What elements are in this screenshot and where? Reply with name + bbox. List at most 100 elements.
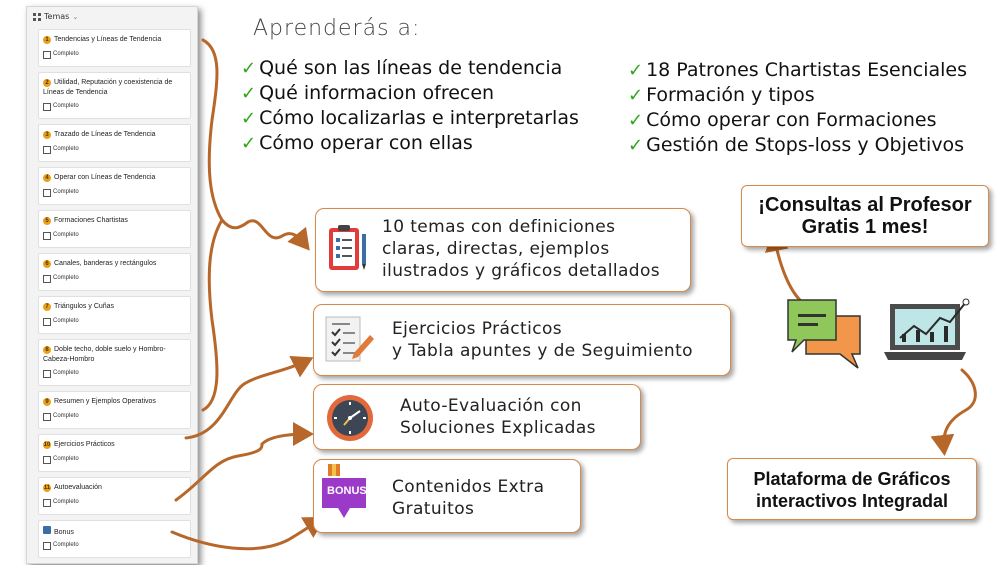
status-label: Completo [53, 370, 79, 376]
number-badge: 10 [43, 441, 51, 449]
checkmark-icon: ✓ [241, 83, 257, 104]
status-label: Completo [53, 275, 79, 281]
topic-title: Autoevaluación [54, 484, 102, 491]
number-badge: 9 [43, 398, 51, 406]
feature-ejercicios-line1: Ejercicios Prácticos [392, 319, 563, 339]
topic-title: Tendencias y Líneas de Tendencia [54, 36, 162, 43]
topic-title: Utilidad, Reputación y coexistencia de L… [43, 79, 173, 96]
plataforma-line1: Plataforma de Gráficos [753, 469, 951, 489]
feature-temas-line3: ilustrados y gráficos detallados [382, 261, 661, 281]
checkbox-icon[interactable] [43, 51, 51, 59]
number-badge: 11 [43, 484, 51, 492]
chat-bubbles-icon [787, 299, 861, 369]
topic-title: Ejercicios Prácticos [54, 441, 115, 448]
checkbox-icon[interactable] [43, 456, 51, 464]
topic-title: Doble techo, doble suelo y Hombro-Cabeza… [43, 346, 166, 363]
arrow-plataforma [930, 368, 977, 456]
status-label: Completo [53, 146, 79, 152]
feature-autoeval-line1: Auto-Evaluación con [400, 396, 582, 416]
list-item: ✓Cómo operar con Formaciones [628, 109, 937, 131]
checkbox-icon[interactable] [43, 146, 51, 154]
checkbox-icon[interactable] [43, 370, 51, 378]
plataforma-box: Plataforma de Gráficos interactivos Inte… [727, 458, 977, 520]
status-label: Completo [53, 189, 79, 195]
learn-heading: Aprenderás a: [253, 16, 421, 41]
bonus-icon [43, 526, 51, 534]
feature-ejercicios-line2: y Tabla apuntes y de Seguimiento [392, 341, 693, 361]
checkbox-icon[interactable] [43, 318, 51, 326]
laptop-chart-icon [884, 298, 970, 360]
feature-temas: 10 temas con definiciones claras, direct… [315, 208, 691, 292]
checkbox-icon[interactable] [43, 542, 51, 550]
checkmark-icon: ✓ [628, 135, 644, 156]
checklist-icon [325, 316, 374, 362]
list-item: ✓Qué son las líneas de tendencia [241, 57, 563, 79]
checkbox-icon[interactable] [43, 103, 51, 111]
number-badge: 7 [43, 303, 51, 311]
status-label: Completo [53, 456, 79, 462]
learn-list-right: ✓18 Patrones Chartistas Esenciales ✓Form… [628, 58, 967, 158]
plataforma-line2: interactivos Integradal [755, 491, 949, 511]
list-item: ✓18 Patrones Chartistas Esenciales [628, 59, 967, 81]
checkbox-icon[interactable] [43, 413, 51, 421]
chevron-down-icon: ⌄ [72, 12, 79, 21]
number-badge: 3 [43, 131, 51, 139]
checkbox-icon[interactable] [43, 189, 51, 197]
status-label: Completo [53, 542, 79, 548]
learn-list-left: ✓Qué son las líneas de tendencia ✓Qué in… [241, 56, 579, 156]
checkbox-icon[interactable] [43, 275, 51, 283]
topic-title: Operar con Líneas de Tendencia [54, 174, 156, 181]
checkmark-icon: ✓ [241, 133, 257, 154]
status-label: Completo [53, 499, 79, 505]
topic-title: Resumen y Ejemplos Operativos [54, 398, 156, 405]
feature-autoeval: Auto-Evaluación con Soluciones Explicada… [313, 384, 641, 450]
checkmark-icon: ✓ [241, 58, 257, 79]
checkmark-icon: ✓ [628, 60, 644, 81]
clipboard-icon [329, 225, 366, 270]
number-badge: 6 [43, 260, 51, 268]
status-label: Completo [53, 318, 79, 324]
checkbox-icon[interactable] [43, 499, 51, 507]
checkmark-icon: ✓ [628, 110, 644, 131]
number-badge: 1 [43, 36, 51, 44]
list-item: ✓Cómo localizarlas e interpretarlas [241, 107, 579, 129]
topic-title: Bonus [54, 529, 74, 536]
bonus-badge: BONUS [327, 485, 367, 497]
consultas-line1: ¡Consultas al Profesor [758, 194, 972, 216]
topic-card[interactable]: Bonus Completo [38, 520, 191, 558]
status-label: Completo [53, 232, 79, 238]
checkbox-icon[interactable] [43, 232, 51, 240]
feature-autoeval-line2: Soluciones Explicadas [400, 418, 596, 438]
consultas-line2: Gratis 1 mes! [801, 216, 929, 238]
sidebar-title: Temas [44, 12, 70, 21]
grid-icon [33, 12, 41, 21]
feature-temas-line1: 10 temas con definiciones [382, 217, 616, 237]
checkmark-icon: ✓ [628, 85, 644, 106]
clock-icon [327, 395, 373, 441]
arrow-autoeval [174, 422, 314, 502]
list-item: ✓Qué informacion ofrecen [241, 82, 495, 104]
list-item: ✓Gestión de Stops-loss y Objetivos [628, 134, 965, 156]
status-label: Completo [53, 413, 79, 419]
number-badge: 8 [43, 346, 51, 354]
status-label: Completo [53, 51, 79, 57]
feature-ejercicios: Ejercicios Prácticos y Tabla apuntes y d… [313, 304, 731, 376]
topic-title: Trazado de Líneas de Tendencia [54, 131, 156, 138]
sidebar-header[interactable]: Temas ⌄ [33, 12, 78, 21]
consultas-box: ¡Consultas al Profesor Gratis 1 mes! [741, 185, 989, 247]
checkmark-icon: ✓ [241, 108, 257, 129]
feature-extra-line1: Contenidos Extra [392, 477, 545, 497]
gift-bonus-icon [322, 464, 366, 518]
